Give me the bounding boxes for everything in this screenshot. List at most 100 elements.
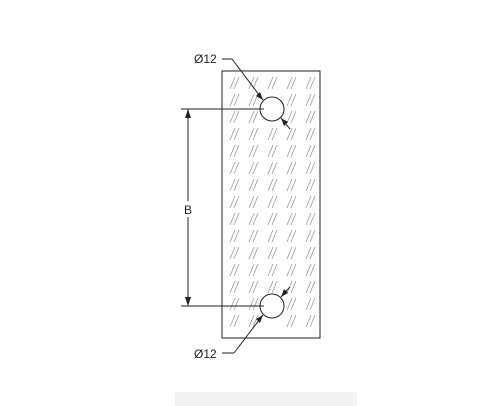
- hatch-stroke: [286, 144, 293, 158]
- hatch-stroke: [286, 178, 293, 192]
- hatch-stroke: [229, 195, 236, 209]
- hatch-stroke: [252, 76, 259, 90]
- hatch-stroke: [290, 246, 297, 260]
- hatch-stroke: [252, 127, 259, 141]
- hatch-stroke: [233, 76, 240, 90]
- hatch-stroke: [271, 246, 278, 260]
- hatch-stroke: [309, 212, 316, 226]
- hatch-stroke: [305, 212, 312, 226]
- hatch-stroke: [233, 280, 240, 294]
- hatch-stroke: [290, 314, 297, 328]
- hatch-stroke: [267, 127, 274, 141]
- hatch-stroke: [286, 212, 293, 226]
- hatch-stroke: [290, 229, 297, 243]
- hatch-stroke: [305, 229, 312, 243]
- hatch-stroke: [252, 229, 259, 243]
- glass-hatch-pattern: [229, 76, 316, 328]
- hatch-stroke: [233, 229, 240, 243]
- hatch-stroke: [252, 144, 259, 158]
- hatch-stroke: [305, 195, 312, 209]
- top-hole-leader-arrow-outer: [256, 92, 263, 100]
- hatch-stroke: [286, 195, 293, 209]
- hatch-stroke: [248, 314, 255, 328]
- hatch-stroke: [305, 161, 312, 175]
- hatch-stroke: [248, 297, 255, 311]
- hatch-stroke: [290, 280, 297, 294]
- hatch-stroke: [252, 314, 259, 328]
- hatch-stroke: [309, 297, 316, 311]
- dimension-arrow-bottom: [185, 297, 191, 306]
- hatch-stroke: [290, 263, 297, 277]
- dimension-arrow-top: [185, 109, 191, 118]
- hatch-stroke: [271, 195, 278, 209]
- hatch-stroke: [290, 76, 297, 90]
- hatch-stroke: [286, 263, 293, 277]
- hatch-stroke: [229, 76, 236, 90]
- hatch-stroke: [233, 246, 240, 260]
- hatch-stroke: [229, 212, 236, 226]
- hatch-stroke: [286, 110, 293, 124]
- hatch-stroke: [290, 212, 297, 226]
- hatch-stroke: [248, 127, 255, 141]
- hatch-stroke: [271, 229, 278, 243]
- hatch-stroke: [305, 144, 312, 158]
- hatch-stroke: [248, 144, 255, 158]
- hatch-stroke: [309, 178, 316, 192]
- hatch-stroke: [309, 127, 316, 141]
- hatch-stroke: [252, 178, 259, 192]
- hatch-stroke: [248, 76, 255, 90]
- hatch-stroke: [286, 297, 293, 311]
- hatch-stroke: [252, 212, 259, 226]
- hatch-stroke: [252, 246, 259, 260]
- hatch-stroke: [267, 212, 274, 226]
- footer-strip: [175, 392, 357, 406]
- hatch-stroke: [290, 144, 297, 158]
- hatch-stroke: [305, 280, 312, 294]
- hatch-stroke: [267, 144, 274, 158]
- hatch-stroke: [252, 110, 259, 124]
- hatch-stroke: [305, 297, 312, 311]
- dimension-label-b: B: [184, 203, 192, 217]
- hatch-stroke: [286, 161, 293, 175]
- hatch-stroke: [309, 263, 316, 277]
- bottom-hole-leader-arrow-inner: [281, 289, 288, 297]
- hatch-stroke: [248, 110, 255, 124]
- bottom-hole-leader-arrow-outer: [256, 315, 263, 323]
- hatch-stroke: [233, 144, 240, 158]
- hatch-stroke: [309, 246, 316, 260]
- hatch-stroke: [309, 195, 316, 209]
- hatch-stroke: [229, 144, 236, 158]
- hatch-stroke: [271, 280, 278, 294]
- hatch-stroke: [229, 93, 236, 107]
- hatch-stroke: [229, 178, 236, 192]
- hatch-stroke: [305, 110, 312, 124]
- hatch-stroke: [290, 195, 297, 209]
- hatch-stroke: [229, 246, 236, 260]
- hatch-stroke: [286, 246, 293, 260]
- hatch-stroke: [229, 229, 236, 243]
- hatch-stroke: [290, 297, 297, 311]
- hatch-stroke: [252, 195, 259, 209]
- hatch-stroke: [286, 229, 293, 243]
- hatch-stroke: [267, 161, 274, 175]
- hatch-stroke: [305, 263, 312, 277]
- hatch-stroke: [271, 144, 278, 158]
- hatch-stroke: [286, 314, 293, 328]
- hatch-stroke: [233, 314, 240, 328]
- hatch-stroke: [271, 161, 278, 175]
- hatch-stroke: [252, 263, 259, 277]
- hatch-stroke: [309, 161, 316, 175]
- top-hole-leader-arrow-inner: [281, 118, 288, 126]
- hatch-stroke: [233, 178, 240, 192]
- hatch-stroke: [271, 76, 278, 90]
- bottom-hole-label: Ø12: [194, 347, 217, 361]
- hatch-stroke: [248, 195, 255, 209]
- hatch-stroke: [286, 127, 293, 141]
- hatch-stroke: [286, 93, 293, 107]
- hatch-stroke: [309, 93, 316, 107]
- hatch-stroke: [290, 161, 297, 175]
- hatch-stroke: [233, 212, 240, 226]
- hatch-stroke: [305, 314, 312, 328]
- hatch-stroke: [305, 246, 312, 260]
